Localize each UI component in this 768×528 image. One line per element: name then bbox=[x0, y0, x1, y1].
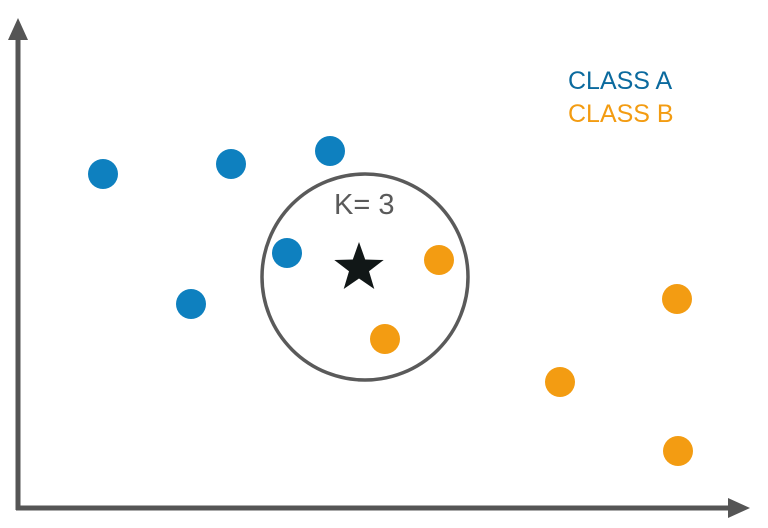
class-b-point bbox=[370, 324, 400, 354]
star-icon bbox=[334, 242, 384, 289]
class-a-point bbox=[216, 149, 246, 179]
k-neighborhood-circle bbox=[260, 172, 470, 382]
y-axis-arrow-icon bbox=[8, 18, 28, 40]
class-b-point bbox=[545, 367, 575, 397]
legend-class-b: CLASS B bbox=[568, 100, 674, 128]
class-b-point bbox=[663, 436, 693, 466]
x-axis-arrow-icon bbox=[728, 498, 750, 518]
class-a-point bbox=[88, 159, 118, 189]
class-a-point bbox=[315, 136, 345, 166]
class-a-point bbox=[176, 289, 206, 319]
class-b-point bbox=[662, 284, 692, 314]
k-label: K= 3 bbox=[334, 189, 394, 221]
legend-class-a: CLASS A bbox=[568, 67, 673, 95]
class-b-point bbox=[424, 245, 454, 275]
class-a-point bbox=[272, 238, 302, 268]
